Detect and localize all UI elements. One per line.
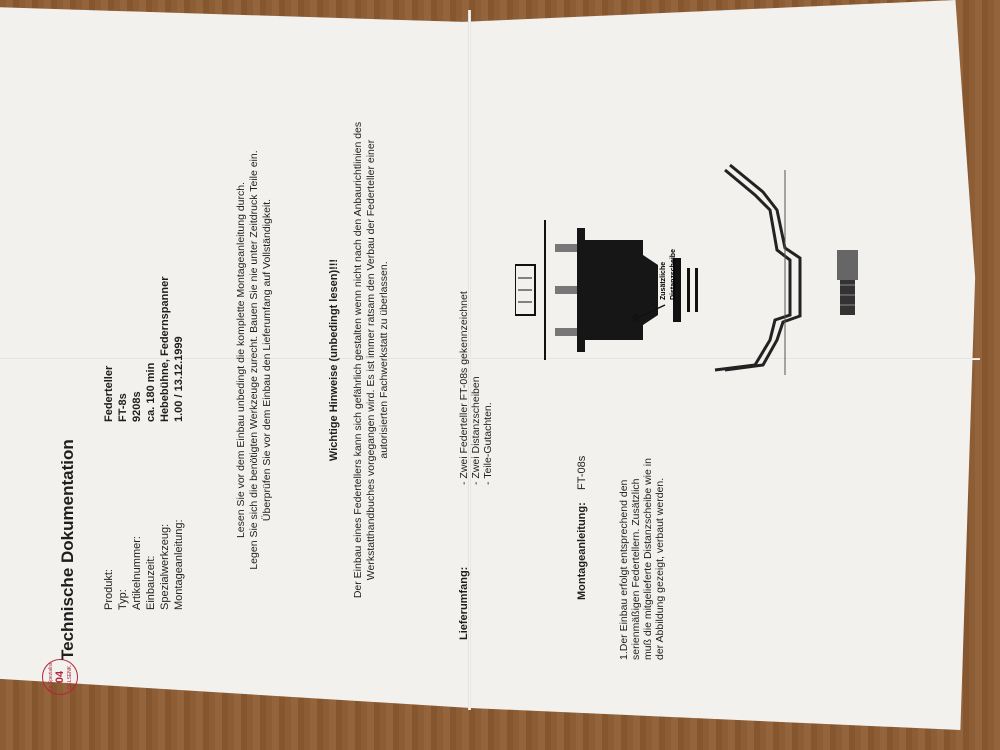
paper-fold-vertical (468, 10, 471, 710)
diagram-label-line-2: Distanzscheibe (670, 249, 677, 300)
warning-line: Der Einbau eines Federtellers kann sich … (352, 121, 364, 599)
document-title: Technische Dokumentation (58, 439, 77, 660)
warning-line: autorisierten Fachwerkstatt zu überlasse… (378, 261, 390, 459)
mounting-diagram: Zusätzliche Distanzscheibe (515, 163, 858, 375)
assembly-line: der Abbildung gezeigt, verbaut werden. (654, 477, 666, 660)
spec-label: Artikelnummer: (131, 536, 143, 610)
warning-line: Werkstatthandbuches vorgegangen wird. Es… (365, 139, 377, 581)
warning-heading: Wichtige Hinweise (unbedingt lesen)!!! (328, 258, 340, 462)
intro-line: Überprüfen Sie vor dem Einbau den Liefer… (261, 198, 273, 522)
diagram-label-line-1: Zusätzliche (660, 262, 667, 300)
assembly-type: FT-08s (576, 455, 588, 490)
spring-tower-drawing (714, 163, 802, 375)
spec-label: Spezialwerkzeug: (159, 523, 171, 610)
spec-value: 1.00 / 13.12.1999 (173, 336, 185, 422)
delivery-label: Lieferumfang: (458, 566, 470, 640)
document-sheet (0, 0, 976, 730)
spec-value: 9208s (131, 391, 143, 422)
intro-line: Legen Sie sich die benötigten Werkzeuge … (248, 150, 260, 570)
stamp-bottom-text: GELSENK. (67, 664, 73, 690)
assembly-line: muß die mitgelieferte Distanzscheibe wie… (642, 458, 654, 660)
spec-value: FT-8s (117, 393, 129, 422)
delivery-item: - Zwei Federteller FT-08s gekennzeichnet (458, 291, 470, 485)
bracket-drawing (515, 264, 536, 316)
spacer-disc-drawing (631, 258, 698, 322)
paper-fold-horizontal (0, 358, 980, 360)
spec-label: Typ: (117, 589, 129, 610)
intro-line: Lesen Sie vor dem Einbau unbedingt die k… (235, 181, 247, 539)
spring-plate-drawing (544, 220, 658, 360)
spec-value: Hebebühne, Federnspanner (159, 276, 171, 422)
stamp-number: 04 (54, 670, 66, 684)
spec-value: ca. 180 min (145, 362, 157, 422)
delivery-item: - Teile-Gutachten. (482, 402, 494, 485)
spec-label: Einbauzeit: (145, 555, 157, 610)
spec-label: Produkt: (103, 569, 115, 610)
company-stamp: Ihr Spezialist 04 GELSENK. (42, 659, 78, 695)
spec-label: Montageanleitung: (173, 519, 185, 610)
bolt-drawing (837, 250, 858, 315)
assembly-line: serienmäßigen Federtellern. Zusätzlich (630, 478, 642, 661)
assembly-line: 1.Der Einbau erfolgt entsprechend den (618, 479, 630, 660)
assembly-heading: Montageanleitung: (576, 502, 588, 600)
delivery-item: - Zwei Distanzscheiben (470, 376, 482, 485)
spec-value: Federteller (103, 365, 115, 422)
